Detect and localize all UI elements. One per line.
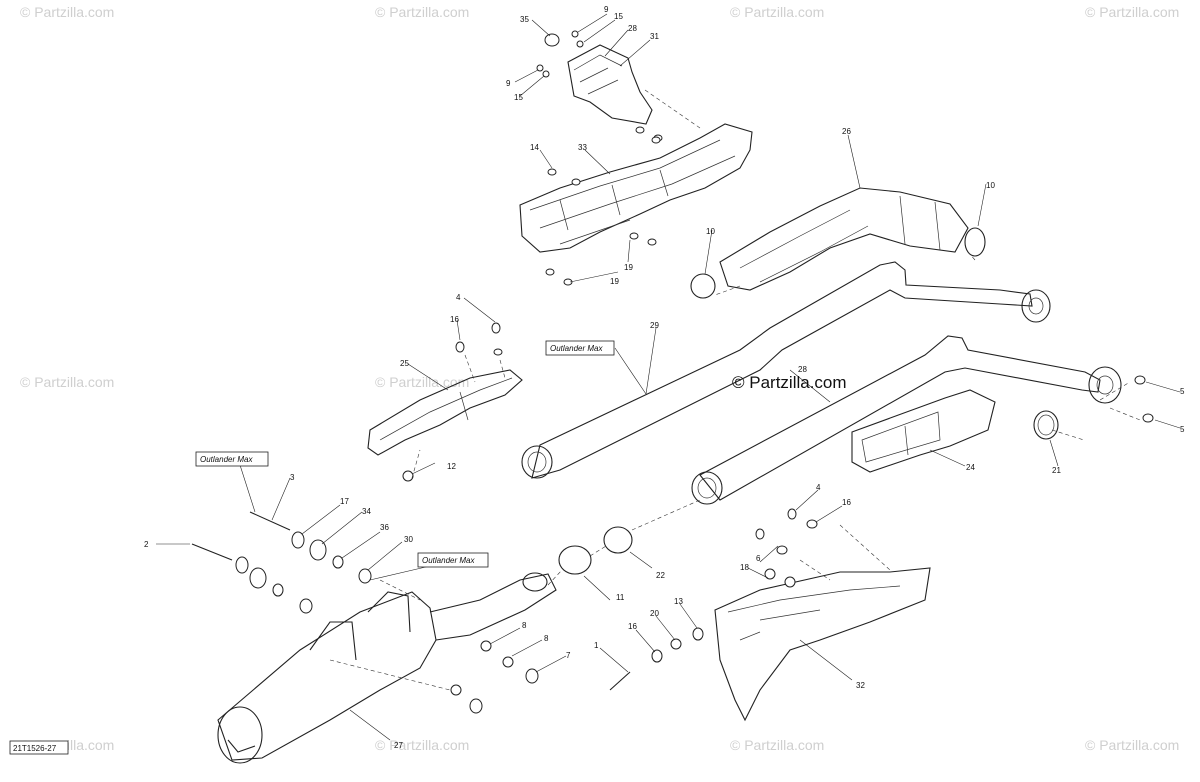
callout-4: 4 bbox=[456, 293, 461, 302]
callout-19: 19 bbox=[624, 263, 633, 272]
variant-label-box-3: Outlander Max bbox=[417, 552, 489, 568]
callout-2: 2 bbox=[144, 540, 149, 549]
callout-1: 1 bbox=[594, 641, 599, 650]
watermark-bottom-mid: © Partzilla.com bbox=[375, 737, 469, 753]
part-muffler bbox=[217, 572, 557, 764]
part-heat-shield-bracket bbox=[536, 30, 663, 142]
callout-29: 29 bbox=[650, 321, 659, 330]
variant-label: Outlander Max bbox=[422, 556, 475, 565]
callout-5: 5 bbox=[1180, 387, 1185, 396]
part-seal-and-nuts bbox=[1033, 375, 1154, 440]
alignment-lines bbox=[329, 89, 1141, 691]
callout-25: 25 bbox=[400, 359, 409, 368]
part-pipe-28 bbox=[691, 335, 1122, 505]
variant-label-box-2: Outlander Max bbox=[195, 451, 269, 467]
callout-27: 27 bbox=[394, 741, 403, 750]
callout-7: 7 bbox=[566, 651, 571, 660]
callout-8: 8 bbox=[544, 634, 549, 643]
callout-18: 18 bbox=[740, 563, 749, 572]
callout-13: 13 bbox=[674, 597, 683, 606]
seal-ring-icon bbox=[1033, 410, 1059, 440]
leader-lines bbox=[156, 13, 1181, 741]
callout-11: 11 bbox=[616, 593, 625, 602]
part-upper-pipe-assembly bbox=[690, 187, 986, 299]
callout-32: 32 bbox=[856, 681, 865, 690]
callout-26: 26 bbox=[842, 127, 851, 136]
callout-14: 14 bbox=[530, 143, 539, 152]
watermark-mid-center: © Partzilla.com bbox=[375, 374, 469, 390]
watermark-mid-left: © Partzilla.com bbox=[20, 374, 114, 390]
part-upper-heat-shield bbox=[519, 123, 753, 286]
callout-9: 9 bbox=[604, 5, 609, 14]
callout-12: 12 bbox=[447, 462, 456, 471]
part-lower-hardware bbox=[450, 640, 539, 714]
watermarks: © Partzilla.com © Partzilla.com © Partzi… bbox=[20, 4, 1179, 753]
callout-15: 15 bbox=[614, 12, 623, 21]
callout-9: 9 bbox=[506, 79, 511, 88]
callout-35: 35 bbox=[520, 15, 529, 24]
watermark-top-right: © Partzilla.com bbox=[730, 4, 824, 20]
center-watermark: © Partzilla.com bbox=[732, 373, 847, 392]
callout-10: 10 bbox=[986, 181, 995, 190]
callout-28: 28 bbox=[798, 365, 807, 374]
callout-21: 21 bbox=[1052, 466, 1061, 475]
callout-17: 17 bbox=[340, 497, 349, 506]
callouts: 35 9 15 28 31 9 15 14 33 19 19 26 10 10 … bbox=[144, 5, 1185, 750]
callout-22: 22 bbox=[656, 571, 665, 580]
part-heat-shield-25 bbox=[367, 322, 523, 482]
callout-16: 16 bbox=[628, 622, 637, 631]
callout-19: 19 bbox=[610, 277, 619, 286]
callout-36: 36 bbox=[380, 523, 389, 532]
clamp-icon bbox=[690, 273, 716, 299]
callout-33: 33 bbox=[578, 143, 587, 152]
clamp-icon bbox=[558, 545, 592, 575]
figure-code-box: 21T1526-27 bbox=[9, 740, 69, 755]
variant-label: Outlander Max bbox=[200, 455, 253, 464]
clamp-icon bbox=[964, 227, 986, 257]
coupler-icon bbox=[603, 526, 633, 554]
callout-24: 24 bbox=[966, 463, 975, 472]
part-heat-shield-32 bbox=[609, 508, 931, 722]
watermark-top-left: © Partzilla.com bbox=[20, 4, 114, 20]
callout-16: 16 bbox=[842, 498, 851, 507]
part-pipe-29 bbox=[521, 261, 1051, 479]
nut-icon bbox=[544, 33, 560, 47]
callout-28: 28 bbox=[628, 24, 637, 33]
part-hardware-stack bbox=[191, 511, 372, 614]
variant-label: Outlander Max bbox=[550, 344, 603, 353]
callout-20: 20 bbox=[650, 609, 659, 618]
callout-5: 5 bbox=[1180, 425, 1185, 434]
callout-6: 6 bbox=[756, 554, 761, 563]
part-clamp-and-coupler bbox=[558, 526, 633, 575]
watermark-bottom-right: © Partzilla.com bbox=[730, 737, 824, 753]
watermark-top-far-right: © Partzilla.com bbox=[1085, 4, 1179, 20]
callout-10: 10 bbox=[706, 227, 715, 236]
callout-34: 34 bbox=[362, 507, 371, 516]
callout-16: 16 bbox=[450, 315, 459, 324]
callout-15: 15 bbox=[514, 93, 523, 102]
callout-3: 3 bbox=[290, 473, 295, 482]
watermark-top-mid: © Partzilla.com bbox=[375, 4, 469, 20]
watermark-bottom-far-right: © Partzilla.com bbox=[1085, 737, 1179, 753]
callout-4: 4 bbox=[816, 483, 821, 492]
variant-label-box-1: Outlander Max bbox=[545, 340, 615, 356]
callout-30: 30 bbox=[404, 535, 413, 544]
callout-31: 31 bbox=[650, 32, 659, 41]
part-heat-shield-24 bbox=[851, 389, 996, 473]
figure-code: 21T1526-27 bbox=[13, 744, 57, 753]
callout-8: 8 bbox=[522, 621, 527, 630]
